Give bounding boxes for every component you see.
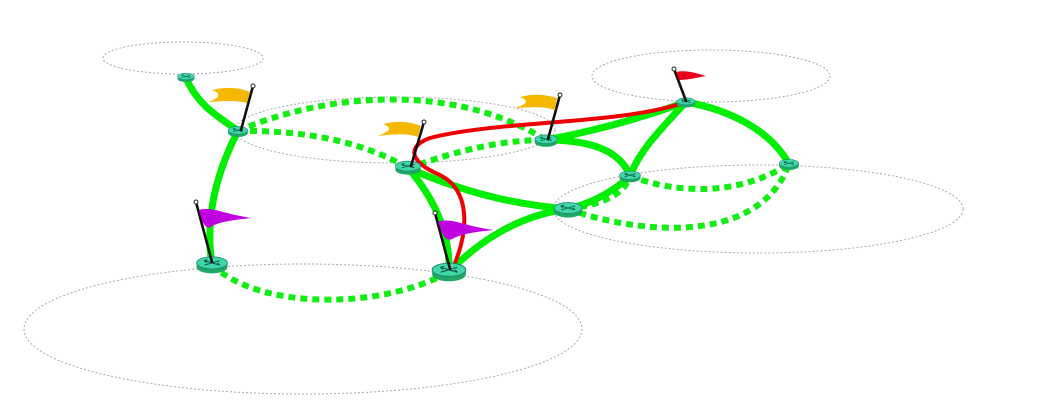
link-r4-r6: [407, 137, 547, 171]
link-r3-r5: [209, 262, 451, 303]
link-r8-r9: [567, 174, 633, 212]
flag-icon: [193, 199, 252, 264]
zone-top-left: [102, 41, 264, 75]
link-r9-r10: [628, 161, 791, 193]
flag-icon: [208, 83, 256, 132]
link-r2-r3: [206, 127, 242, 269]
flag-icon: [378, 119, 427, 168]
link-r2-r6: [236, 96, 548, 143]
link-r7-r10: [682, 98, 793, 168]
router-icon[interactable]: [227, 126, 249, 138]
link-r8-r10: [566, 162, 792, 231]
zone-bottom: [23, 263, 583, 395]
router-icon[interactable]: [619, 170, 641, 183]
router-icon[interactable]: [553, 202, 583, 218]
flag-icon: [432, 210, 494, 271]
solid-links: [182, 74, 793, 276]
flag-icon: [515, 92, 563, 141]
router-icon[interactable]: [177, 72, 195, 83]
link-r2-r4: [237, 127, 410, 171]
link-r7-r9: [626, 98, 690, 180]
dotted-links: [209, 96, 792, 303]
highlighted-path: [412, 100, 688, 272]
link-r5-r8: [445, 205, 572, 276]
flag-icon: [671, 66, 706, 103]
router-icon[interactable]: [778, 159, 800, 171]
zones: [23, 41, 964, 395]
flags: [193, 66, 706, 271]
link-r1-r2: [182, 74, 242, 135]
link-r6-r9: [542, 136, 634, 180]
router-icon[interactable]: [394, 160, 422, 176]
router-icon[interactable]: [534, 134, 558, 148]
link-r4-r8: [404, 164, 572, 213]
zone-right: [552, 164, 964, 254]
zone-top-right: [591, 49, 831, 103]
